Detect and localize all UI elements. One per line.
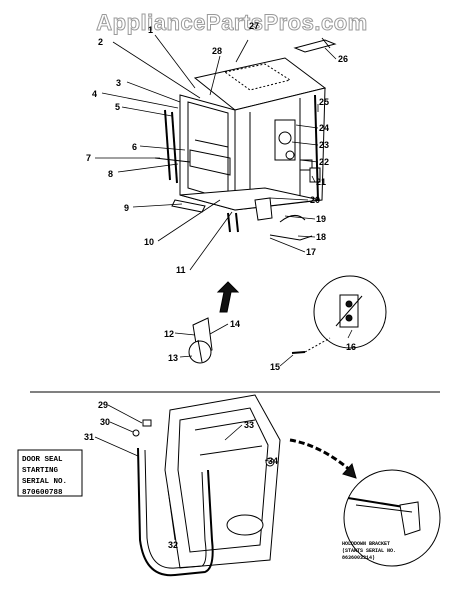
- callout-21: 21: [316, 177, 326, 187]
- svg-text:8636003314): 8636003314): [342, 555, 375, 561]
- door-seal-note: [17, 449, 83, 497]
- svg-text:SERIAL NO.: SERIAL NO.: [22, 478, 67, 486]
- svg-text:870600788: 870600788: [22, 489, 63, 497]
- callout-16: 16: [346, 342, 356, 352]
- detail-arrow: [289, 438, 351, 472]
- svg-text:STARTING: STARTING: [22, 467, 59, 475]
- callout-22: 22: [319, 157, 329, 167]
- holddown-note-text: HOLDDOWN BRACKET (STARTS SERIAL NO. 8636…: [342, 541, 396, 561]
- door-seal-note-text: DOOR SEAL STARTING SERIAL NO. 870600788: [22, 456, 67, 497]
- callout-24: 24: [319, 123, 329, 133]
- callout-11: 11: [176, 265, 186, 275]
- callout-6: 6: [132, 142, 137, 152]
- callout-12: 12: [164, 329, 174, 339]
- detail-circle-16: [291, 275, 387, 354]
- svg-text:(STARTS SERIAL NO.: (STARTS SERIAL NO.: [342, 548, 396, 554]
- callout-25: 25: [319, 97, 329, 107]
- callout-33: 33: [244, 420, 254, 430]
- callout-27: 27: [249, 21, 259, 31]
- part-12-14-group: [188, 317, 213, 364]
- callout-9: 9: [124, 203, 129, 213]
- callout-1: 1: [148, 25, 153, 35]
- callout-18: 18: [316, 232, 326, 242]
- callout-8: 8: [108, 169, 113, 179]
- door-seal-assembly: [132, 394, 281, 577]
- callout-19: 19: [316, 214, 326, 224]
- svg-text:HOLDDOWN BRACKET: HOLDDOWN BRACKET: [342, 541, 390, 547]
- callout-28: 28: [212, 46, 222, 56]
- watermark-text: AppliancePartsPros.com: [96, 10, 367, 35]
- callout-20: 20: [310, 195, 320, 205]
- callout-32: 32: [168, 540, 178, 550]
- callout-34: 34: [268, 456, 278, 466]
- svg-text:DOOR SEAL: DOOR SEAL: [22, 456, 63, 464]
- callout-13: 13: [168, 353, 178, 363]
- holddown-bracket-detail: [343, 469, 441, 567]
- callout-17: 17: [306, 247, 316, 257]
- callout-26: 26: [338, 54, 348, 64]
- callout-23: 23: [319, 140, 329, 150]
- callout-7: 7: [86, 153, 91, 163]
- callout-5: 5: [115, 102, 120, 112]
- direction-arrow: [216, 281, 240, 313]
- tub-frame-assembly: [154, 37, 337, 241]
- callout-2: 2: [98, 37, 103, 47]
- callout-30: 30: [100, 417, 110, 427]
- callout-31: 31: [84, 432, 94, 442]
- callout-29: 29: [98, 400, 108, 410]
- callout-14: 14: [230, 319, 240, 329]
- callout-4: 4: [92, 89, 97, 99]
- callout-15: 15: [270, 362, 280, 372]
- callout-10: 10: [144, 237, 154, 247]
- callout-3: 3: [116, 78, 121, 88]
